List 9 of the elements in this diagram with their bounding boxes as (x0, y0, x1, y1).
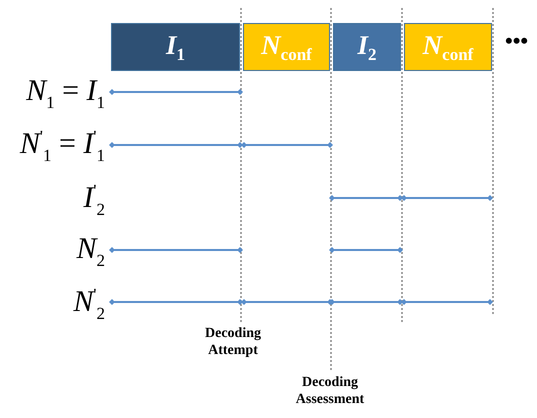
event-label: Decoding Assessment (294, 375, 366, 409)
segment-box: N$_{conf}$ (243, 23, 330, 71)
segment-box: N$_{conf}$ (404, 23, 492, 71)
event-label: Decoding Attempt (204, 326, 262, 360)
segment-box: I$_{2}$ (333, 23, 401, 71)
row-label: N$_{2}$ (75, 234, 105, 269)
segment-box: I$_{1}$ (111, 23, 240, 71)
ellipsis-mark: ••• (505, 30, 530, 52)
row-label: N$_{1}$ = I$_{1}$ (25, 76, 105, 111)
